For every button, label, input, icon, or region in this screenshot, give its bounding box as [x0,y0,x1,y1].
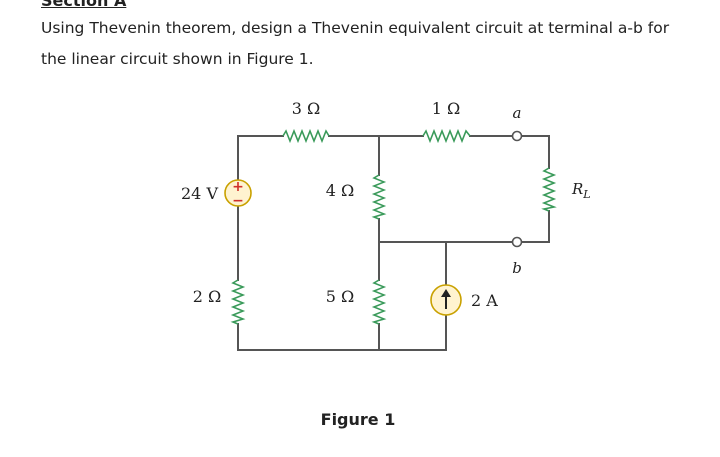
resistor-4-ohm: 4 Ω [326,174,387,220]
terminal-b-label: b [512,259,522,277]
r-left-label: 2 Ω [193,287,222,306]
question-text: Using Thevenin theorem, design a Theveni… [41,19,670,68]
r-mid-lower-label: 5 Ω [326,287,355,306]
current-source: 2 A [430,284,498,316]
terminal-b: b [511,236,523,277]
arrow-up-icon-head [441,289,451,297]
voltage-source: + − 24 V [181,179,252,209]
wires [237,135,550,351]
resistor-1-ohm: 1 Ω [422,99,471,144]
terminal-a: a [511,104,523,142]
r-top-left-label: 3 Ω [292,99,321,118]
load-label: RL [571,180,591,201]
resistor-5-ohm: 5 Ω [326,279,387,325]
load-label-sub: L [582,188,590,201]
r-mid-upper-label: 4 Ω [326,181,355,200]
load-label-main: R [571,180,583,198]
figure-caption-text: Figure 1 [320,410,396,429]
minus-sign: − [232,193,244,209]
resistor-load: RL [541,167,591,212]
resistor-2-ohm: 2 Ω [193,279,246,325]
resistor-3-ohm: 3 Ω [282,99,330,144]
plus-sign: + [232,179,244,195]
r-top-right-label: 1 Ω [432,99,461,118]
terminal-a-label: a [513,104,522,122]
figure-caption: Figure 1 [0,410,720,429]
voltage-source-label: 24 V [181,184,218,203]
current-source-label: 2 A [471,291,498,310]
section-heading: Section A [41,0,127,10]
